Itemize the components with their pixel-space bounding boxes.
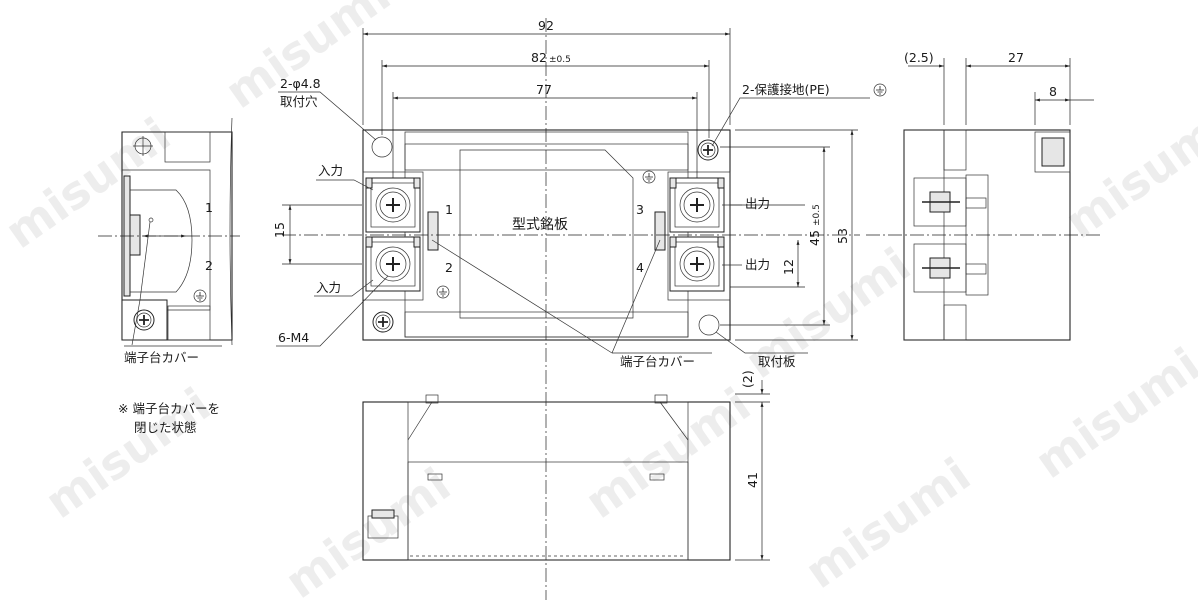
dim-side-offset: (2.5) [904,50,934,65]
watermark: misumi [795,447,980,599]
left-side-view: 1 2 端子台カバー ※ 端子台カバーを 閉じた状態 [98,117,240,435]
dim-overall-height: 53 [835,228,850,244]
watermark: misumi [275,457,460,600]
dim-side-depth: 27 [1008,50,1024,65]
terminal-screws-label: 6-M4 [278,330,309,345]
watermark: misumi [35,377,220,529]
note-line-2: 閉じた状態 [134,420,197,435]
bottom-view: (2) 41 [362,370,770,561]
right-side-view: (2.5) 27 8 [866,50,1100,341]
dim-inner-width: 77 [536,82,552,97]
mount-plate-label: 取付板 [758,354,796,369]
output-top-label: 出力 [745,196,770,211]
dim-mount-height-tol: ±0.5 [812,204,822,226]
ground-label: 2-保護接地(PE) [742,82,830,97]
watermark: misumi [575,377,760,529]
terminal-cover-label: 端子台カバー [620,354,695,369]
left-terminal-2-label: 2 [205,258,213,273]
note-line-1: ※ 端子台カバーを [118,401,220,416]
mount-holes-qty-label: 2-φ4.8 [280,76,321,91]
terminal-2-label: 2 [445,260,453,275]
watermark: misumi [1055,97,1198,249]
terminal-4-label: 4 [636,260,644,275]
dim-overall-width: 92 [538,18,554,33]
input-bottom-label: 入力 [316,280,341,295]
dim-mount-height: 45 [807,230,822,246]
terminal-1-label: 1 [445,202,453,217]
front-view: 型式銘板 1 2 3 4 92 82 ±0.5 [272,18,887,600]
dim-terminal-pitch-left: 15 [272,222,287,238]
dim-bottom-height: 41 [745,472,760,488]
input-top-label: 入力 [318,163,343,178]
watermark: misumi [1025,337,1198,489]
dim-bottom-gap: (2) [740,370,755,388]
output-bottom-label: 出力 [745,257,770,272]
dim-side-terminal: 8 [1049,84,1057,99]
nameplate-label: 型式銘板 [512,217,568,233]
mount-holes-label: 取付穴 [280,94,318,109]
dim-mount-pitch-tol: ±0.5 [549,55,571,65]
terminal-3-label: 3 [636,202,644,217]
left-terminal-cover-label: 端子台カバー [124,350,199,365]
dim-terminal-pitch-right: 12 [781,259,796,275]
dim-mount-pitch: 82 [531,50,547,65]
left-terminal-1-label: 1 [205,200,213,215]
